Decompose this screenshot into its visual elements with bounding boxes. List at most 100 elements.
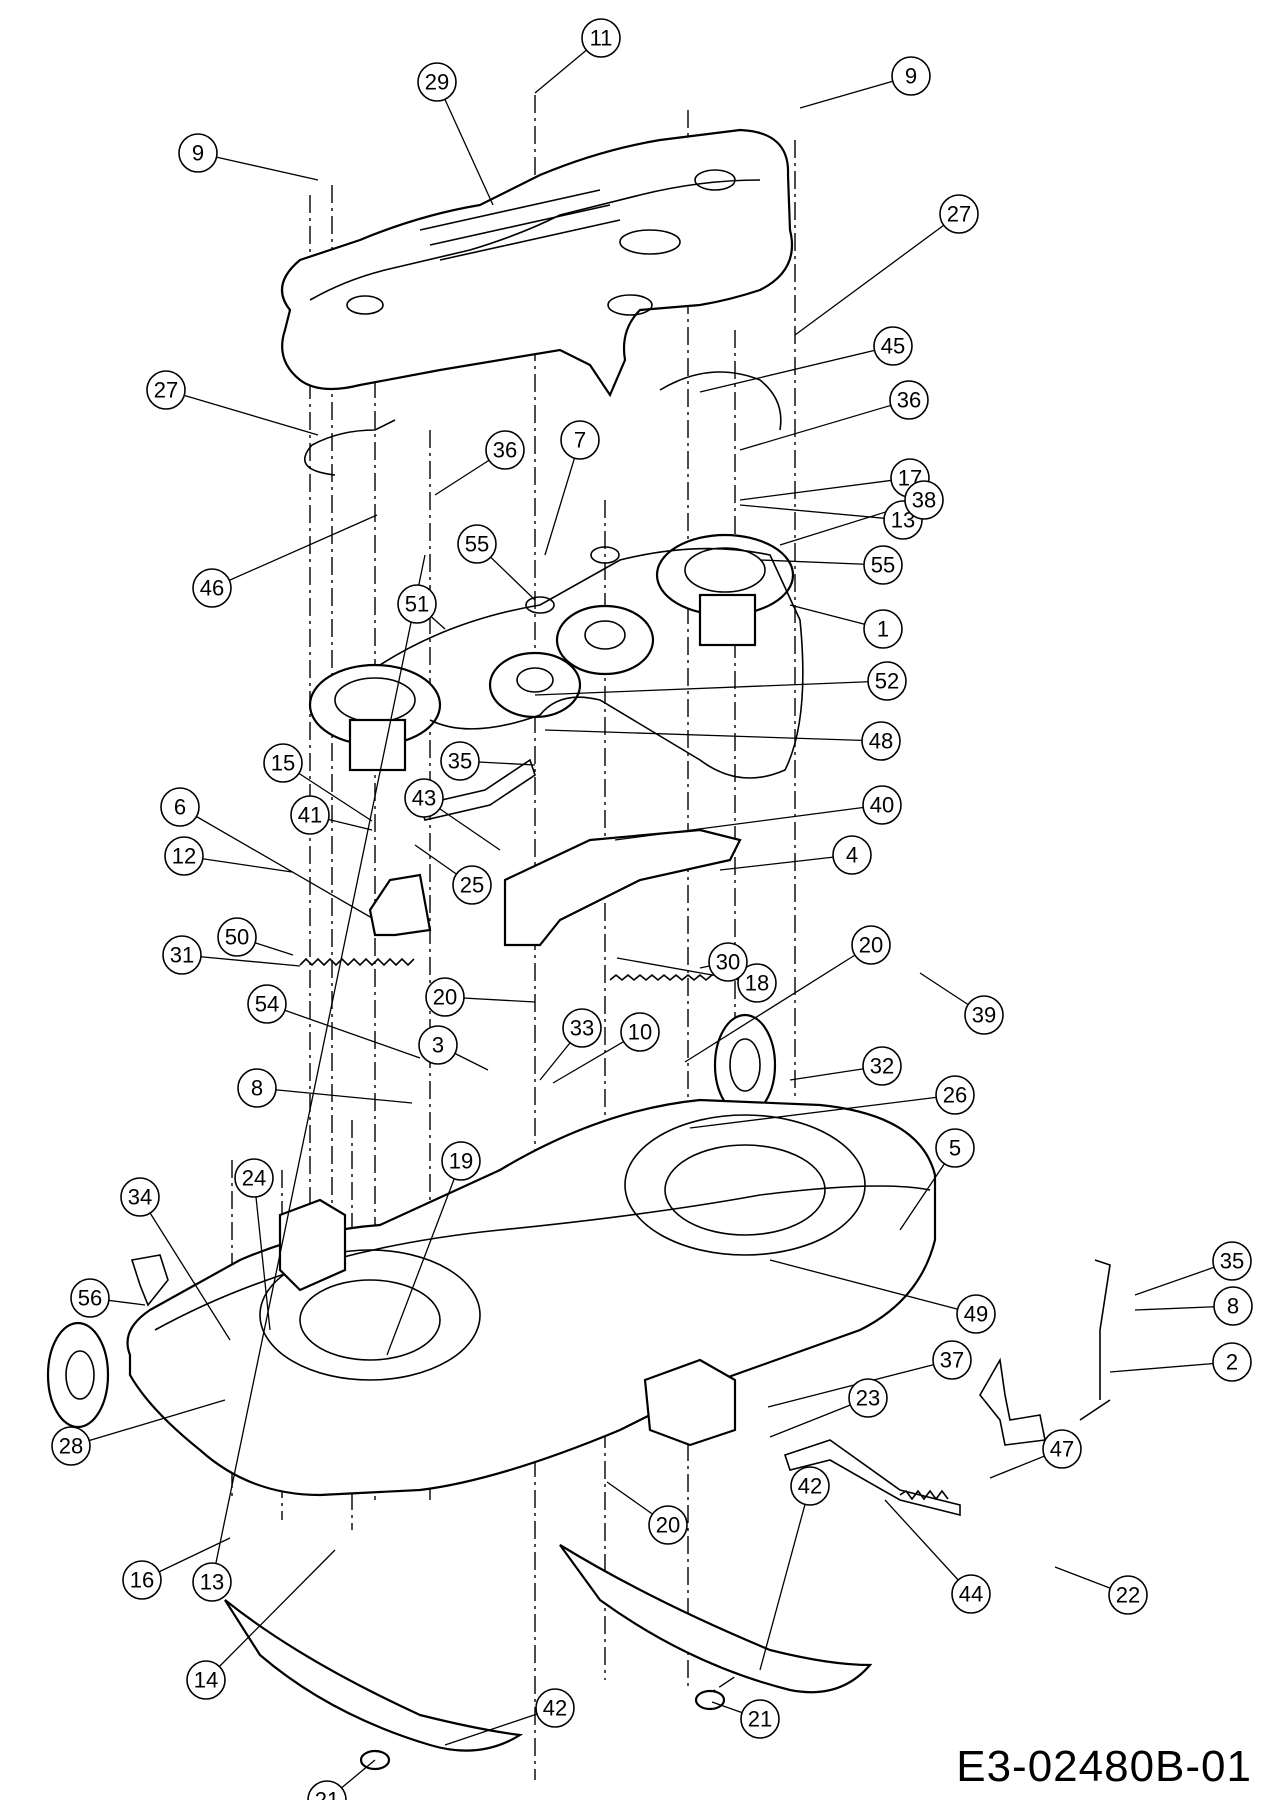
callout-circle	[863, 609, 903, 649]
callout-number: 28	[59, 1434, 83, 1459]
callout-52: 52	[867, 661, 907, 701]
callout-circle	[861, 721, 901, 761]
callout-number: 6	[174, 795, 186, 820]
belt-cover	[280, 128, 794, 398]
callout-leader-28	[70, 1399, 226, 1447]
callout-leader-49	[769, 1259, 977, 1315]
callout-circle	[120, 1177, 160, 1217]
callout-43: 43	[404, 778, 444, 818]
callout-number: 54	[255, 992, 279, 1017]
callout-number: 19	[449, 1149, 473, 1174]
callout-11: 11	[581, 18, 621, 58]
callout-36: 36	[485, 430, 525, 470]
callout-number: 55	[871, 553, 895, 578]
callout-number: 3	[432, 1033, 444, 1058]
callout-4: 4	[832, 835, 872, 875]
callout-circle	[164, 836, 204, 876]
callout-circle	[620, 1012, 660, 1052]
callout-circle	[848, 1378, 888, 1418]
callout-number: 55	[465, 532, 489, 557]
callout-circle	[417, 62, 457, 102]
callout-circle	[939, 194, 979, 234]
callout-circle	[452, 865, 492, 905]
callout-number: 38	[912, 488, 936, 513]
callout-circle	[217, 917, 257, 957]
callout-leader-26	[689, 1094, 956, 1129]
callout-51: 51	[397, 584, 437, 624]
callout-leader-19	[386, 1160, 462, 1356]
callout-14: 14	[186, 1660, 226, 1700]
callout-number: 9	[905, 64, 917, 89]
callout-20: 20	[425, 977, 465, 1017]
callout-41: 41	[290, 795, 330, 835]
callout-number: 45	[881, 334, 905, 359]
callout-37: 37	[932, 1340, 972, 1380]
callout-number: 30	[716, 950, 740, 975]
callout-circle	[162, 935, 202, 975]
blade-left	[224, 1599, 524, 1752]
callout-number: 50	[225, 925, 249, 950]
callout-23: 23	[848, 1378, 888, 1418]
callout-number: 2	[1226, 1350, 1238, 1375]
callout-circle	[560, 420, 600, 460]
callout-number: 35	[1220, 1249, 1244, 1274]
callout-21: 21	[740, 1699, 780, 1739]
callout-number: 12	[172, 844, 196, 869]
callout-circle	[790, 1466, 830, 1506]
callout-number: 14	[194, 1668, 218, 1693]
callout-number: 46	[200, 576, 224, 601]
mounting-bracket	[368, 873, 432, 937]
callout-circle	[935, 1075, 975, 1115]
callout-number: 40	[870, 793, 894, 818]
callout-circle	[440, 741, 480, 781]
callout-number: 41	[298, 803, 322, 828]
callout-circle	[290, 795, 330, 835]
belt-guard-left	[303, 419, 396, 476]
callout-19: 19	[441, 1141, 481, 1181]
callout-number: 5	[949, 1136, 961, 1161]
spindle-pulleys	[308, 533, 795, 772]
callout-circle	[418, 1025, 458, 1065]
callout-36: 36	[889, 380, 929, 420]
callout-number: 51	[405, 592, 429, 617]
callout-40: 40	[862, 785, 902, 825]
callout-number: 47	[1050, 1437, 1074, 1462]
callout-circle	[867, 661, 907, 701]
callout-circle	[485, 430, 525, 470]
callout-10: 10	[620, 1012, 660, 1052]
callout-number: 24	[242, 1166, 266, 1191]
callout-leader-42	[759, 1485, 811, 1671]
callout-number: 10	[628, 1020, 652, 1045]
callout-leader-6	[179, 806, 373, 919]
callout-16: 16	[122, 1560, 162, 1600]
callout-1: 1	[863, 609, 903, 649]
callout-circle	[146, 370, 186, 410]
callout-49: 49	[956, 1294, 996, 1334]
callout-number: 4	[846, 843, 858, 868]
callout-number: 7	[574, 428, 586, 453]
callout-circle	[425, 977, 465, 1017]
callout-leader-14	[205, 1549, 336, 1681]
callout-30: 30	[708, 942, 748, 982]
callout-number: 39	[972, 1003, 996, 1028]
callout-circle	[562, 1008, 602, 1048]
callout-6: 6	[160, 787, 200, 827]
callout-number: 35	[448, 749, 472, 774]
callout-circle	[932, 1340, 972, 1380]
callout-leader-40	[614, 804, 883, 841]
callout-circle	[263, 743, 303, 783]
callout-leader-29	[436, 81, 494, 206]
callout-circle	[889, 380, 929, 420]
callout-circle	[1212, 1241, 1252, 1281]
callout-circle	[581, 18, 621, 58]
callout-number: 9	[192, 141, 204, 166]
callout-29: 29	[417, 62, 457, 102]
callout-28: 28	[51, 1426, 91, 1466]
callout-number: 32	[870, 1054, 894, 1079]
callout-circle	[51, 1426, 91, 1466]
callout-leader-27	[165, 389, 319, 436]
callout-circle	[1042, 1429, 1082, 1469]
callout-circle	[70, 1278, 110, 1318]
lift-link-rod	[418, 758, 536, 821]
